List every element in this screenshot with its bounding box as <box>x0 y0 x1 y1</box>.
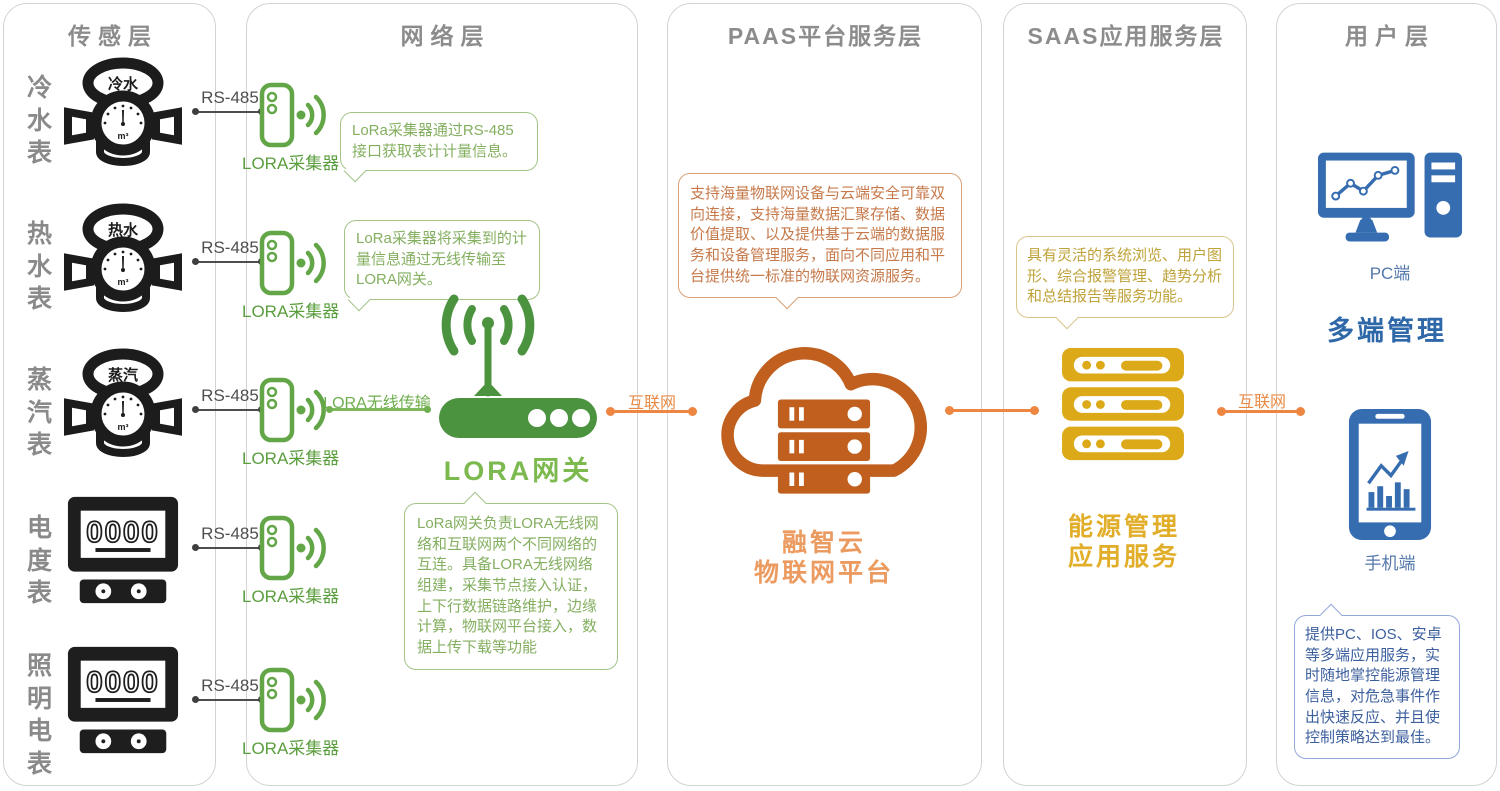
callout-text: LoRa采集器将采集到的计量信息通过无线传输至LORA网关。 <box>356 230 527 289</box>
water-meter-icon: 冷水 m³ <box>64 57 182 166</box>
line-endpoint-dot <box>192 108 199 115</box>
line-endpoint-dot <box>1217 407 1226 416</box>
callout-collector-rs485: LoRa采集器通过RS-485接口获取表计计量信息。 <box>340 112 538 183</box>
callout-paas: 支持海量物联网设备与云端安全可靠双向连接，支持海量数据汇聚存储、数据价值提取、以… <box>678 173 962 310</box>
line-endpoint-dot <box>192 258 199 265</box>
sensor-layer-title: 传感层 <box>68 23 158 49</box>
collector-label: LORA采集器 <box>242 302 340 321</box>
rs485-label: RS-485 <box>201 238 259 257</box>
collector-label: LORA采集器 <box>242 449 340 468</box>
rs485-line <box>196 261 262 263</box>
callout-text: 具有灵活的系统浏览、用户图形、综合报警管理、趋势分析和总结报告等服务功能。 <box>1027 247 1223 306</box>
paas-layer-title: PAAS平台服务层 <box>727 23 924 49</box>
water-meter-icon: 蒸汽 m³ <box>64 348 182 457</box>
platform-name-line2: 物联网平台 <box>753 559 894 587</box>
line-endpoint-dot <box>192 544 199 551</box>
user-layer-title: 用户层 <box>1345 23 1435 49</box>
callout-text: 支持海量物联网设备与云端安全可靠双向连接，支持海量数据汇聚存储、数据价值提取、以… <box>690 185 946 285</box>
meter-name-electric: 电度表 <box>26 514 52 607</box>
meter-name-hot-water: 热水表 <box>26 220 52 313</box>
collector-label: LORA采集器 <box>242 587 340 606</box>
collector-label: LORA采集器 <box>242 739 340 758</box>
lora-collector-icon <box>259 667 326 733</box>
chart-bars-icon <box>1366 482 1416 511</box>
meter-badge: 蒸汽 <box>108 366 138 384</box>
line-endpoint-dot <box>326 406 333 413</box>
electric-meter-icon: 0000 <box>67 496 179 604</box>
meter-reading: 0000 <box>86 666 160 699</box>
callout-user: 提供PC、IOS、安卓等多端应用服务，实时随地掌控能源管理信息，对危急事件作出快… <box>1294 603 1460 760</box>
meter-name-cold-water: 冷水表 <box>26 74 52 167</box>
line-endpoint-dot <box>688 407 697 416</box>
callout-text: 提供PC、IOS、安卓等多端应用服务，实时随地掌控能源管理信息，对危急事件作出快… <box>1305 626 1442 747</box>
lora-collector-icon <box>259 82 326 148</box>
service-name-line2: 应用服务 <box>1067 543 1180 571</box>
phone-icon <box>1348 409 1432 540</box>
gateway-label: LORA网关 <box>443 456 593 486</box>
lora-gateway-icon <box>439 398 597 438</box>
pc-icon <box>1317 152 1463 242</box>
dial-unit: m³ <box>118 277 129 287</box>
rs485-label: RS-485 <box>201 386 259 405</box>
collector-label: LORA采集器 <box>242 154 340 173</box>
line-endpoint-dot <box>192 696 199 703</box>
rs485-label: RS-485 <box>201 676 259 695</box>
line-endpoint-dot <box>1030 406 1039 415</box>
internet-label: 互联网 <box>1237 394 1286 411</box>
rs485-line <box>196 111 262 113</box>
meter-badge: 热水 <box>108 221 139 239</box>
internet-label: 互联网 <box>627 395 676 412</box>
monitor-icon <box>1317 152 1415 242</box>
platform-name-line1: 融智云 <box>781 529 866 557</box>
line-endpoint-dot <box>606 407 615 416</box>
internet-line <box>612 410 692 413</box>
lora-collector-icon <box>259 515 326 581</box>
rs485-line <box>196 547 262 549</box>
callout-gateway: LoRa网关负责LORA无线网络和互联网两个不同网络的互连。具备LORA无线网络… <box>404 491 618 670</box>
meter-name-lighting: 照明电表 <box>26 652 52 778</box>
internet-line <box>1222 410 1300 413</box>
line-endpoint-dot <box>192 406 199 413</box>
water-meter-icon: 热水 m³ <box>64 203 182 312</box>
saas-server-stack-icon <box>1062 347 1184 461</box>
saas-layer-title: SAAS应用服务层 <box>1027 23 1225 49</box>
service-name-line1: 能源管理 <box>1067 513 1180 541</box>
phone-label: 手机端 <box>1364 554 1416 573</box>
pc-label: PC端 <box>1369 264 1411 283</box>
internet-line <box>950 409 1034 412</box>
callout-text: LoRa采集器通过RS-485接口获取表计计量信息。 <box>352 122 518 160</box>
meter-name-steam: 蒸汽表 <box>26 366 52 459</box>
dial-unit: m³ <box>118 422 129 432</box>
tower-icon <box>1424 152 1463 238</box>
rs485-line <box>196 699 262 701</box>
meter-badge: 冷水 <box>108 75 139 93</box>
rs485-label: RS-485 <box>201 524 259 543</box>
rs485-line <box>196 409 262 411</box>
dial-unit: m³ <box>118 131 129 141</box>
line-endpoint-dot <box>424 406 431 413</box>
lora-collector-icon <box>259 377 326 443</box>
callout-text: LoRa网关负责LORA无线网络和互联网两个不同网络的互连。具备LORA无线网络… <box>417 515 599 657</box>
cloud-platform-icon <box>721 347 927 494</box>
callout-saas: 具有灵活的系统浏览、用户图形、综合报警管理、趋势分析和总结报告等服务功能。 <box>1016 236 1234 330</box>
line-endpoint-dot <box>945 406 954 415</box>
gateway-antenna-icon <box>441 294 535 397</box>
callout-collector-wireless: LoRa采集器将采集到的计量信息通过无线传输至LORA网关。 <box>344 220 540 312</box>
wireless-link-label: LORA无线传输 <box>323 395 431 412</box>
meter-reading: 0000 <box>86 516 160 549</box>
rs485-label: RS-485 <box>201 88 259 107</box>
lora-collector-icon <box>259 230 326 296</box>
line-endpoint-dot <box>1296 407 1305 416</box>
chart-arrow-icon <box>1367 456 1406 485</box>
wireless-link-line <box>330 408 427 411</box>
multi-terminal-label: 多端管理 <box>1327 316 1447 346</box>
network-layer-title: 网络层 <box>400 23 491 49</box>
cloud-server-stack-icon <box>777 399 871 494</box>
electric-meter-icon: 0000 <box>67 646 179 754</box>
